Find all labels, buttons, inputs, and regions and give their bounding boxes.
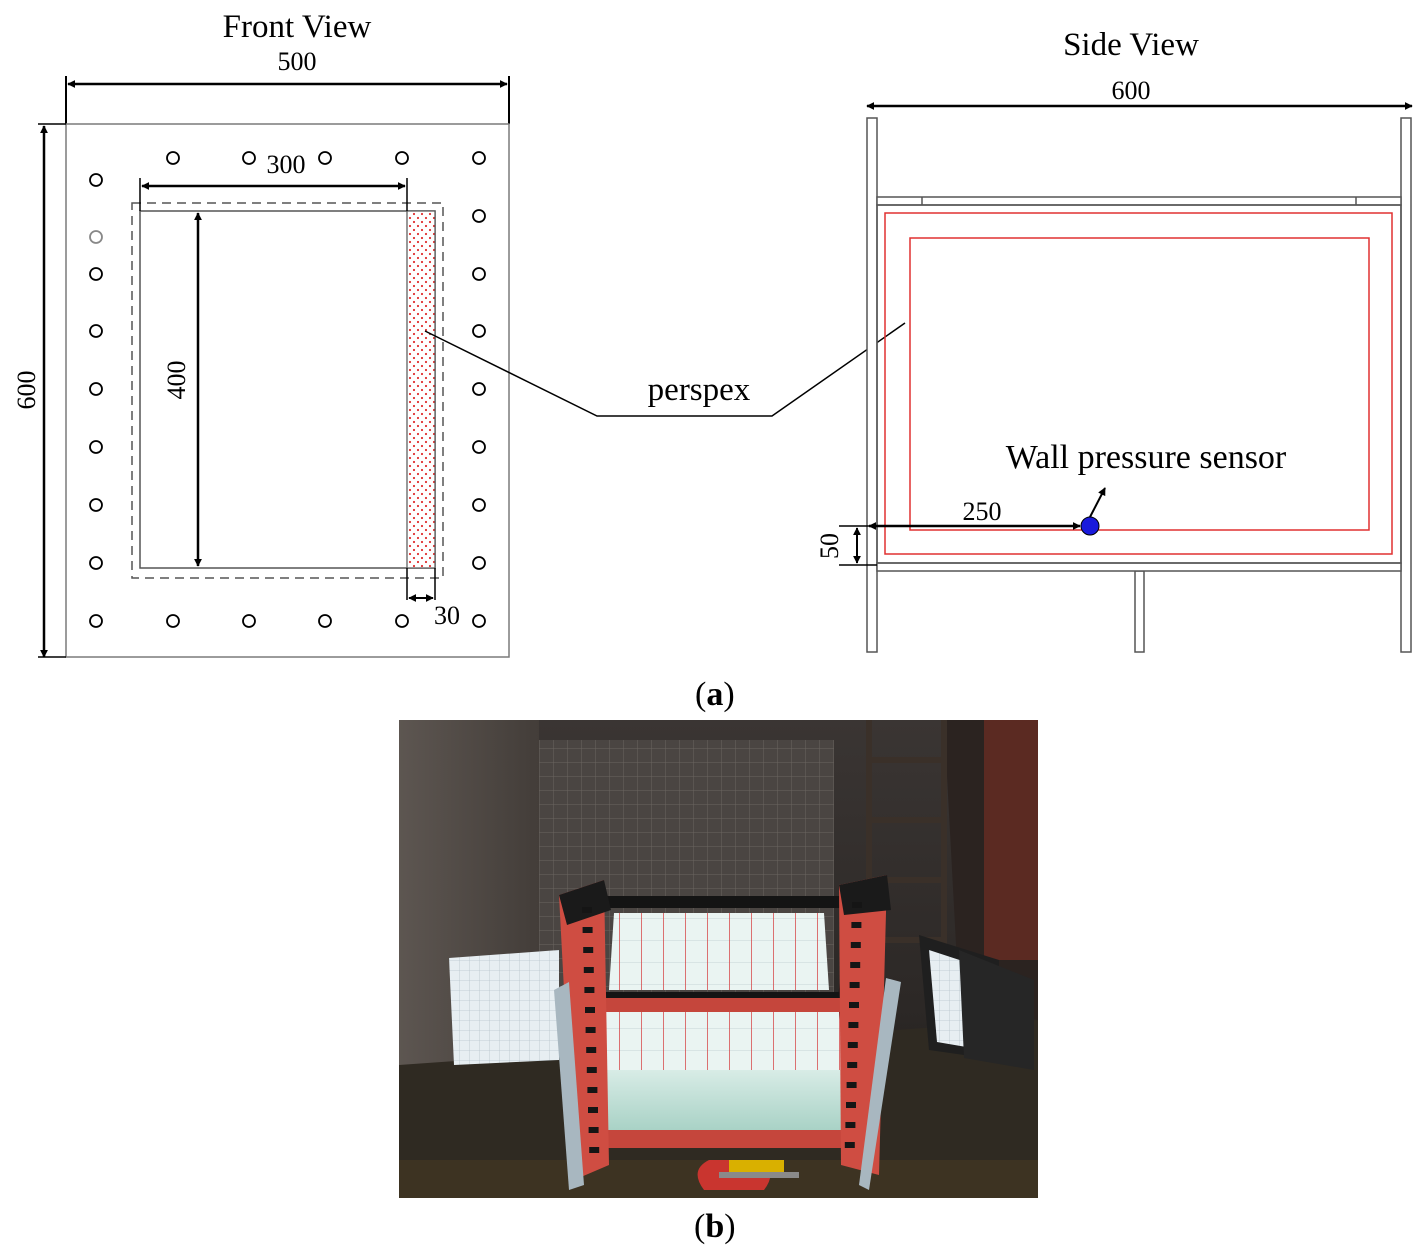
tank-frame bbox=[876, 204, 1402, 564]
photo-bolt bbox=[588, 1107, 598, 1113]
perspex-leader-left bbox=[424, 322, 906, 417]
photo-bolt bbox=[851, 922, 862, 928]
bolt-hole bbox=[472, 498, 486, 512]
photo-bolt bbox=[587, 1087, 598, 1093]
bolt-hole bbox=[472, 382, 486, 396]
left-post bbox=[866, 117, 878, 653]
sensor-x-label: 250 bbox=[963, 497, 1002, 526]
bolt-hole bbox=[472, 267, 486, 281]
bolt-hole bbox=[242, 614, 256, 628]
photo-bolts bbox=[582, 902, 862, 1153]
caption-b: (b) bbox=[694, 1208, 736, 1245]
photo-bolt bbox=[584, 987, 595, 993]
front-view: Front View 500 600 30 300 400 bbox=[12, 9, 510, 658]
bolt-hole bbox=[472, 440, 486, 454]
bolt-hole bbox=[395, 151, 409, 165]
inner-width-label: 300 bbox=[267, 150, 306, 179]
photo-bolt bbox=[585, 1007, 595, 1013]
wall-pressure-sensor-dot bbox=[1080, 516, 1100, 536]
photo-bolt bbox=[586, 1067, 597, 1073]
side-view: Side View 600 250 50 Wall pressure senso… bbox=[815, 27, 1413, 653]
perspex-strip bbox=[406, 210, 436, 569]
bolt-hole bbox=[89, 324, 103, 338]
bolt-hole bbox=[89, 556, 103, 570]
bolt-hole bbox=[472, 556, 486, 570]
photo-bolt bbox=[848, 1022, 859, 1028]
photo-bolt bbox=[585, 1027, 596, 1033]
bolt-hole bbox=[89, 382, 103, 396]
side-view-title: Side View bbox=[1063, 27, 1199, 63]
photo-bolt bbox=[850, 942, 861, 948]
photo-bolt bbox=[847, 1062, 858, 1068]
middle-leg bbox=[1134, 570, 1145, 653]
photo-grid-board-left bbox=[449, 950, 559, 1065]
bolt-hole bbox=[89, 614, 103, 628]
perspex-width-label: 30 bbox=[434, 601, 460, 630]
bolt-hole bbox=[166, 614, 180, 628]
bolt-hole bbox=[89, 440, 103, 454]
photo-bolt bbox=[589, 1147, 600, 1153]
photo-bolt bbox=[583, 947, 594, 953]
bolt-hole bbox=[89, 173, 103, 187]
bolt-hole bbox=[472, 151, 486, 165]
experimental-tank-photo bbox=[399, 720, 1038, 1198]
window-dashed-outline bbox=[131, 202, 444, 579]
bolt-hole bbox=[472, 324, 486, 338]
bolt-hole bbox=[242, 151, 256, 165]
bolt-hole bbox=[318, 614, 332, 628]
sensor-pointer-arrow bbox=[1089, 487, 1106, 518]
photo-stacked-panels bbox=[919, 935, 1034, 1070]
bolt-hole bbox=[318, 151, 332, 165]
bolt-hole bbox=[472, 614, 486, 628]
wall-pressure-sensor-label: Wall pressure sensor bbox=[1006, 439, 1287, 476]
bolt-hole bbox=[89, 230, 103, 244]
photo-bolt bbox=[846, 1082, 857, 1088]
perspex-inner-outline bbox=[909, 237, 1370, 531]
photo-bolt bbox=[583, 967, 594, 973]
front-view-title: Front View bbox=[223, 9, 372, 45]
front-view-height-label: 600 bbox=[12, 371, 41, 410]
photo-bolt bbox=[849, 982, 860, 988]
photo-bolt bbox=[847, 1042, 858, 1048]
perspex-outer-outline bbox=[884, 212, 1393, 555]
photo-bolt bbox=[845, 1122, 856, 1128]
photo-bolt bbox=[844, 1142, 855, 1148]
photo-bolt bbox=[586, 1047, 597, 1053]
photo-bolt bbox=[588, 1127, 599, 1133]
front-view-width-label: 500 bbox=[278, 47, 317, 76]
photo-bolt bbox=[582, 927, 593, 933]
inner-height-label: 400 bbox=[162, 361, 191, 400]
photo-bolt bbox=[846, 1102, 856, 1108]
bolt-hole bbox=[472, 209, 486, 223]
bolt-hole bbox=[395, 614, 409, 628]
sensor-y-label: 50 bbox=[815, 533, 844, 559]
technical-drawing: Front View 500 600 30 300 400 p bbox=[12, 9, 1413, 658]
bolt-hole bbox=[89, 498, 103, 512]
bottom-rail bbox=[876, 562, 1402, 572]
photo-red-beam bbox=[984, 720, 1038, 960]
photo-clamp bbox=[697, 1160, 799, 1190]
photo-bolt bbox=[582, 907, 592, 913]
bolt-hole bbox=[166, 151, 180, 165]
bolt-hole bbox=[89, 267, 103, 281]
photo-bolt bbox=[849, 1002, 859, 1008]
photo-tank bbox=[554, 875, 901, 1190]
caption-a: (a) bbox=[695, 676, 735, 713]
bolt-holes bbox=[89, 151, 486, 628]
photo-bolt bbox=[850, 962, 861, 968]
right-post bbox=[1400, 117, 1412, 653]
perspex-label: perspex bbox=[648, 372, 751, 408]
side-view-width-label: 600 bbox=[1112, 76, 1151, 105]
photo-bolt bbox=[852, 902, 862, 908]
top-rail bbox=[876, 196, 1402, 206]
